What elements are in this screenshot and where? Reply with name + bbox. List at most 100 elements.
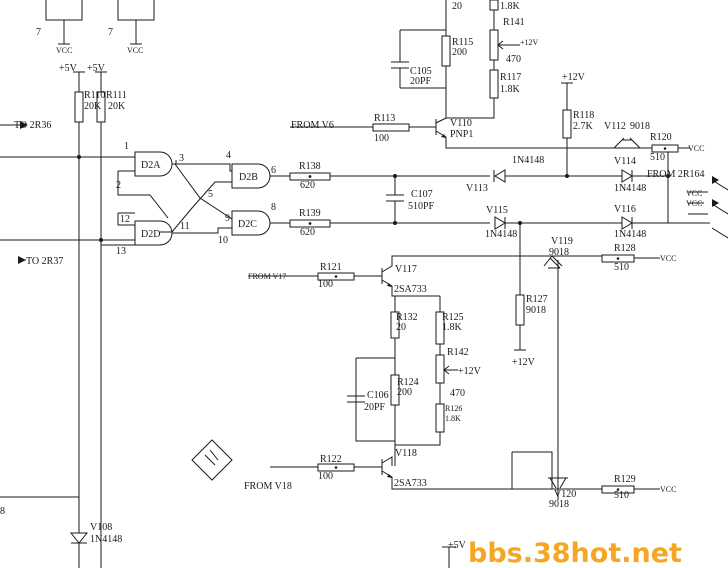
ref-label: R122 (320, 454, 342, 465)
pin-number: 8 (271, 202, 276, 213)
ref-label: V115 (486, 205, 508, 216)
value-label: 20K (108, 101, 126, 112)
ref-label: R129 (614, 474, 636, 485)
resistor-r110 (74, 91, 84, 123)
pin-number: 4 (226, 150, 231, 161)
ref-label: R121 (320, 262, 342, 273)
ref-label: V119 (551, 236, 573, 247)
value-label: 20K (84, 101, 102, 112)
gate-label: D2B (239, 172, 258, 183)
pin-label: 8 (0, 506, 5, 517)
supply-label-5v: +5V (87, 63, 106, 74)
pin-number: 12 (120, 214, 130, 225)
ref-label: R120 (650, 132, 672, 143)
diode-v116 (621, 216, 633, 230)
pin-label: 7 (36, 27, 41, 38)
pin-number: 5 (208, 189, 213, 200)
ref-label: R118 (573, 110, 594, 121)
supply-label-12v: +12V (562, 72, 586, 83)
ref-label: R142 (447, 347, 469, 358)
vcc-label: VCC (686, 199, 702, 208)
value-label: 100 (318, 471, 333, 482)
value-label: 1N4148 (485, 229, 517, 240)
pin-label: 7 (108, 27, 113, 38)
vcc-label: VCC (127, 46, 143, 55)
value-label: 20PF (410, 76, 432, 87)
value-label: 620 (300, 180, 315, 191)
ref-label: R141 (503, 17, 525, 28)
gate-d2a (134, 151, 173, 177)
ref-label: V117 (395, 264, 417, 275)
diode-v115 (494, 216, 506, 230)
value-label: 620 (300, 227, 315, 238)
supply-label-5v: +5V (59, 63, 78, 74)
gate-label: D2A (141, 160, 161, 171)
pin-number: 1 (124, 141, 129, 152)
right-connector: VCC VCC (686, 176, 728, 239)
pin-number: 13 (116, 246, 126, 257)
vcc-label: VCC (688, 144, 704, 153)
ref-label: V112 (604, 121, 626, 132)
vcc-label: VCC (660, 485, 676, 494)
ref-label: C105 (410, 66, 432, 77)
ref-label: V120 (554, 489, 576, 500)
diodes: 1N4148 V113 V115 1N4148 V114 1N4148 V116… (466, 150, 710, 240)
diode-v113 (494, 169, 506, 183)
value-label: 1N4148 (512, 155, 544, 166)
vcc-label: VCC (660, 254, 676, 263)
vcc-label: VCC (686, 189, 702, 198)
vcc-label: VCC (56, 46, 72, 55)
net-label: FROM V18 (244, 481, 292, 492)
pin-number: 10 (218, 235, 228, 246)
ref-label: R117 (500, 72, 521, 83)
value-label: 470 (450, 388, 465, 399)
ref-label: R138 (299, 161, 321, 172)
value-label: 1N4148 (614, 183, 646, 194)
net-label: TO 2R37 (26, 256, 63, 267)
resistor-r115 (441, 35, 451, 67)
value-label: 1N4148 (90, 534, 122, 545)
top-left-ic-boxes: 7 7 VCC VCC (36, 0, 155, 55)
ref-label: V108 (90, 522, 112, 533)
value-label: 1.8K (500, 1, 521, 12)
value-label: 1N4148 (614, 229, 646, 240)
output-network: R138 620 R139 620 C107 510PF (289, 161, 490, 238)
value-label: 20PF (364, 402, 386, 413)
gate-label: D2D (141, 229, 160, 240)
upper-stage: 20 R115 200 C105 20PF 1.8K R141 +12V 470… (290, 0, 705, 180)
pin-number: 3 (179, 153, 184, 164)
ref-label: R128 (614, 243, 636, 254)
value-label: 20 (452, 1, 462, 12)
ref-label: R113 (374, 113, 395, 124)
ref-label: V114 (614, 156, 636, 167)
value-label: 510 (650, 152, 665, 163)
value-label: 9018 (549, 247, 569, 258)
resistor-r127 (515, 294, 525, 326)
net-label: FROM V17 (248, 272, 286, 281)
value-label: 100 (318, 279, 333, 290)
supply-label-12v: +12V (458, 366, 482, 377)
ref-label: V116 (614, 204, 636, 215)
resistor-r141 (489, 29, 499, 61)
value-label: 2SA733 (394, 284, 427, 295)
supply-label-12v: +12V (512, 357, 536, 368)
gate-d2d (134, 220, 173, 246)
value-label: 510PF (408, 201, 435, 212)
net-label: FROM V6 (291, 120, 334, 131)
gate-label: D2C (238, 219, 257, 230)
resistor-r141-top (489, 0, 499, 11)
pin-number: 11 (180, 221, 190, 232)
diode-v108 (69, 532, 89, 544)
net-label: TO 2R36 (14, 120, 51, 131)
gate-d2c (231, 210, 271, 236)
logic-gates: D2A D2B D2C D2D 1 2 3 4 5 6 8 9 10 11 12… (101, 141, 290, 257)
ref-label: R110 (84, 90, 105, 101)
resistor-r113 (372, 123, 410, 132)
pin-number: 9 (225, 213, 230, 224)
value-label: 510 (614, 262, 629, 273)
value-label: 1.8K (442, 322, 463, 333)
value-label: 1.8K (500, 84, 521, 95)
value-label: 2SA733 (394, 478, 427, 489)
ref-label: V110 (450, 118, 472, 129)
ref-label: R111 (106, 90, 127, 101)
